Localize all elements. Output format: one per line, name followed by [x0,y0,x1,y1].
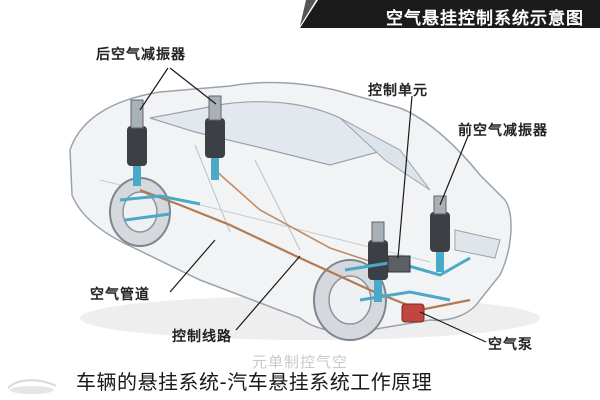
label-control-unit: 控制单元 [368,83,428,99]
air-pump-module [401,303,425,323]
label-front-air-shock: 前空气减振器 [458,123,548,139]
title-banner: 空气悬挂控制系统示意图 [300,0,600,29]
label-air-pump: 空气泵 [488,337,533,353]
leader-control-unit [397,95,413,259]
front-air-shock-left [368,221,388,302]
diagram-title: 空气悬挂控制系统示意图 [386,9,584,29]
door-line-2 [194,144,231,233]
front-suspension-arms [344,256,471,302]
rear-air-shock-right [205,95,225,180]
leader-air-pipe [169,239,216,293]
figure-caption: 车辆的悬挂系统-汽车悬挂系统工作原理 [76,370,433,394]
leader-front-shock [439,135,469,206]
door-line [254,159,301,251]
leader-rear-shock-a [139,67,169,111]
rear-suspension-arms [119,194,201,222]
label-control-line: 控制线路 [172,329,232,345]
windshield [339,117,431,191]
front-wheel [313,259,387,341]
rear-air-shock-left [127,99,147,186]
leader-control-line [235,255,301,331]
leader-rear-shock-b [169,67,217,105]
rear-wheel [109,177,171,247]
headlight [454,229,501,259]
leader-air-pump [419,311,487,343]
banner-shape [300,0,600,28]
label-rear-air-shock: 后空气减振器 [96,47,186,63]
watermark-text: 元单制控气空 [252,353,349,371]
control-line-wire [214,169,391,269]
label-air-pipe: 空气管道 [90,287,150,303]
site-logo [7,379,57,394]
control-unit-module [387,255,411,273]
